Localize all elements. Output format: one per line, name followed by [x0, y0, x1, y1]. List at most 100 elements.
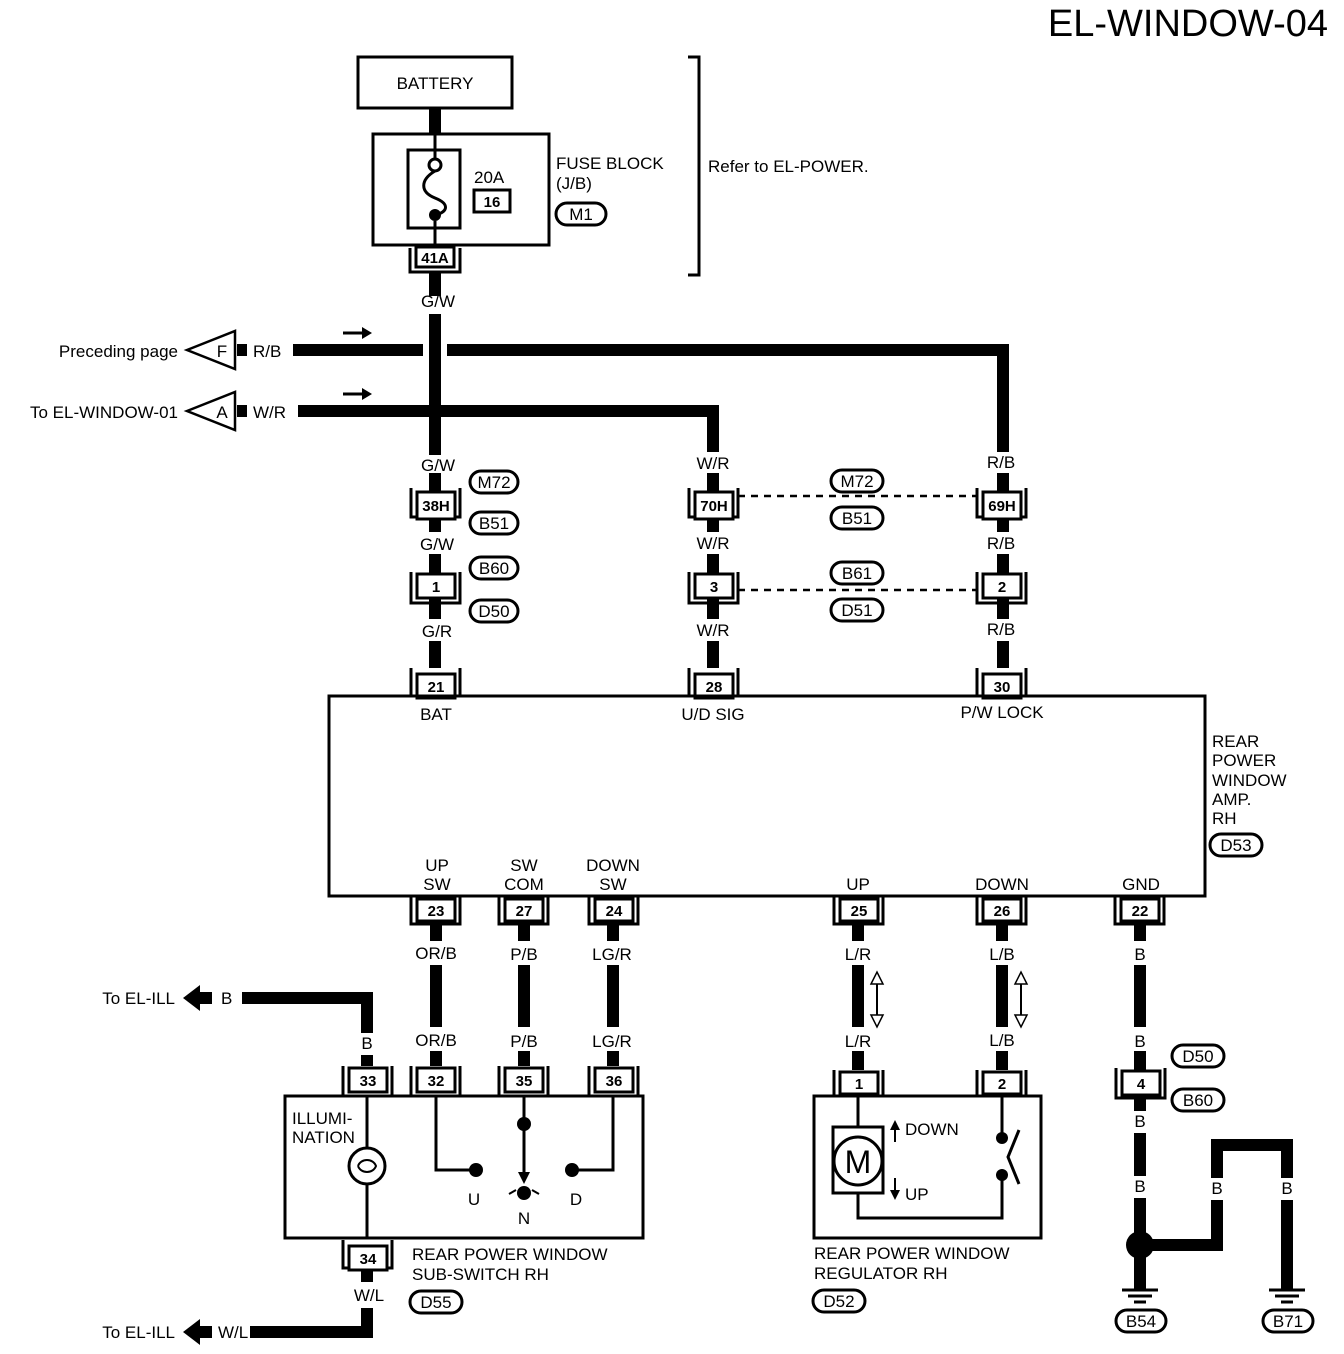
ground-icon: [1269, 1288, 1305, 1304]
amp-term-down: DOWN: [975, 875, 1029, 894]
wire-color-b-3: B: [1134, 1112, 1145, 1131]
svg-text:23: 23: [428, 903, 445, 920]
fuse-block-label: FUSE BLOCK: [556, 154, 664, 173]
el-ill-link-wl[interactable]: To EL-ILL: [102, 1323, 175, 1342]
connector-b54: B54: [1126, 1312, 1156, 1331]
terminal-34: 34: [341, 1240, 394, 1272]
connector-b60-right: B60: [1183, 1091, 1213, 1110]
bidirectional-arrow-icon: [1013, 970, 1029, 1029]
svg-text:69H: 69H: [988, 498, 1016, 515]
svg-text:32: 32: [428, 1073, 445, 1090]
amp-term-sw-com-2: COM: [504, 875, 544, 894]
wire-color-wr-1: W/R: [696, 454, 729, 473]
wire-color-orb-1: OR/B: [415, 944, 457, 963]
subswitch-name-1: REAR POWER WINDOW: [412, 1245, 608, 1264]
limit-switch-icon: [1006, 1129, 1021, 1185]
wire-color-lb-2: L/B: [989, 1031, 1015, 1050]
connector-b60-left: B60: [479, 559, 509, 578]
arrow-left-icon: [183, 1319, 200, 1345]
illumination-label-1: ILLUMI-: [292, 1109, 352, 1128]
fuse-number: 16: [484, 194, 501, 211]
page-title: EL-WINDOW-04: [1048, 3, 1328, 45]
terminal-30: 30: [975, 668, 1028, 700]
svg-text:3: 3: [710, 579, 718, 596]
arrow-up-icon: [890, 1120, 900, 1142]
wire-color-pb-1: P/B: [510, 945, 537, 964]
amp-name-3: WINDOW: [1212, 771, 1287, 790]
wire-color-wl: W/L: [354, 1286, 384, 1305]
refer-text: Refer to EL-POWER.: [708, 157, 869, 176]
connector-m72-mid: M72: [840, 472, 873, 491]
terminal-41a: 41A: [421, 250, 449, 267]
terminal-28: 28: [687, 668, 740, 700]
amp-name-2: POWER: [1212, 751, 1276, 770]
terminal-reg-1: 1: [832, 1070, 885, 1098]
svg-text:1: 1: [432, 579, 440, 596]
sub-switch-box: [283, 1094, 645, 1240]
connector-d51: D51: [841, 601, 872, 620]
terminal-22: 22: [1113, 896, 1166, 926]
connector-pin-4: 4: [1114, 1068, 1167, 1100]
amp-name-1: REAR: [1212, 732, 1259, 751]
svg-text:2: 2: [998, 579, 1006, 596]
amp-term-up-sw-1: UP: [425, 856, 449, 875]
svg-text:36: 36: [606, 1073, 623, 1090]
preceding-page-link[interactable]: Preceding page: [59, 342, 178, 361]
svg-text:34: 34: [360, 1251, 377, 1268]
el-window-01-link[interactable]: To EL-WINDOW-01: [30, 403, 178, 422]
wire-color-b-2: B: [1134, 1032, 1145, 1051]
motor-label: M: [845, 1144, 872, 1180]
connector-d52: D52: [823, 1292, 854, 1311]
wire-color-gw-2: G/W: [420, 535, 454, 554]
wire-color-orb-2: OR/B: [415, 1031, 457, 1050]
switch-pos-d: D: [570, 1190, 582, 1209]
connector-d50-left: D50: [478, 602, 509, 621]
wire-color-rb-3: R/B: [987, 620, 1015, 639]
wire-color-lgr-2: LG/R: [592, 1032, 632, 1051]
ground-icon: [1122, 1288, 1158, 1304]
connector-38h: 38H: [409, 488, 462, 521]
wire-color-b-1: B: [1134, 945, 1145, 964]
connector-letter-f: F: [217, 342, 227, 361]
rear-power-window-amp-box: [327, 694, 1207, 898]
terminal-24: 24: [587, 896, 640, 926]
connector-letter-a: A: [216, 403, 228, 422]
svg-text:30: 30: [994, 679, 1011, 696]
amp-term-ud-sig: U/D SIG: [681, 705, 744, 724]
wire-color-b-5: B: [1211, 1179, 1222, 1198]
connector-b71: B71: [1273, 1312, 1303, 1331]
wire-color-b-ill-2: B: [361, 1034, 372, 1053]
connector-d53: D53: [1220, 836, 1251, 855]
amp-name-5: RH: [1212, 809, 1237, 828]
amp-term-down-sw-2: SW: [599, 875, 626, 894]
wire-color-lr-2: L/R: [845, 1032, 871, 1051]
amp-term-sw-com-1: SW: [510, 856, 537, 875]
switch-pos-n: N: [518, 1209, 530, 1228]
el-ill-link-b[interactable]: To EL-ILL: [102, 989, 175, 1008]
wire-color-rb-left: R/B: [253, 342, 281, 361]
wire-color-wl-ill: W/L: [218, 1323, 248, 1342]
illumination-label-2: NATION: [292, 1128, 355, 1147]
switch-pos-u: U: [468, 1190, 480, 1209]
terminal-25: 25: [832, 896, 885, 926]
wire-color-wr-2: W/R: [696, 534, 729, 553]
fuse-amp: 20A: [474, 168, 505, 187]
svg-text:33: 33: [360, 1073, 377, 1090]
battery-label: BATTERY: [397, 74, 474, 93]
wire-color-wr-left: W/R: [253, 403, 286, 422]
wire-color-wr-3: W/R: [696, 621, 729, 640]
terminal-23: 23: [409, 896, 462, 926]
wire-color-pb-2: P/B: [510, 1032, 537, 1051]
connector-d55: D55: [420, 1293, 451, 1312]
wire-color-gr: G/R: [422, 622, 452, 641]
terminal-21: 21: [409, 668, 462, 700]
amp-term-up-sw-2: SW: [423, 875, 450, 894]
arrow-down-icon: [890, 1178, 900, 1200]
regulator-down-label: DOWN: [905, 1120, 959, 1139]
connector-m72-left: M72: [477, 473, 510, 492]
wire-color-gw-1: G/W: [421, 456, 455, 475]
wire-color-b-ill: B: [221, 989, 232, 1008]
connector-pin-2: 2: [975, 572, 1028, 605]
terminal-26: 26: [975, 896, 1028, 926]
